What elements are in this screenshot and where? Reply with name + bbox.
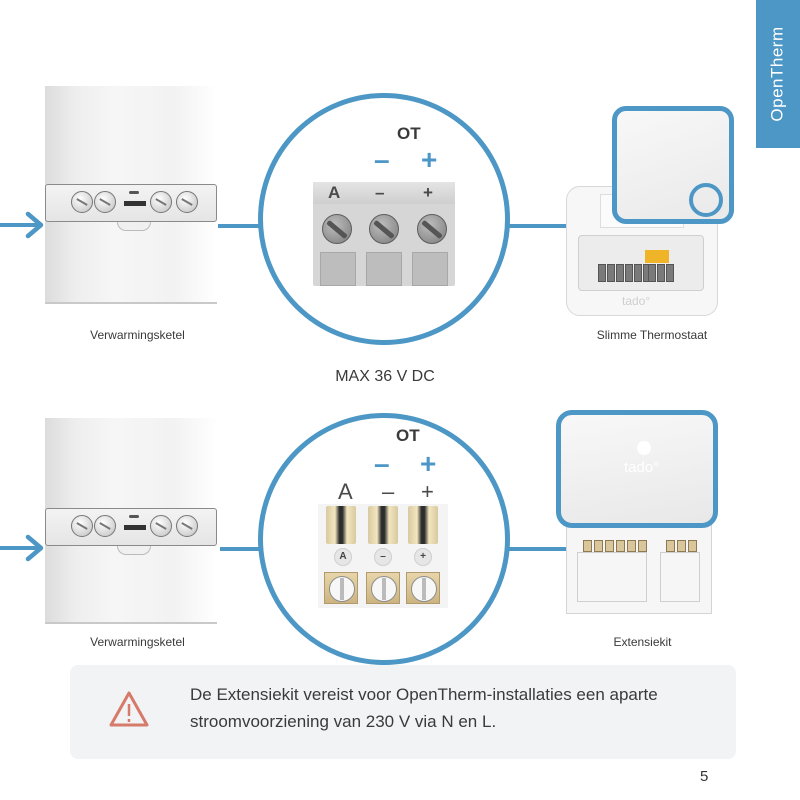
warning-triangle-icon [109,691,149,727]
terminal-label-a: A [328,183,341,202]
extension-kit-label: Extensiekit [613,635,672,649]
section-tab-label: OpenTherm [768,26,788,122]
ot-label: OT [397,124,421,143]
arrow-right-icon [25,534,44,562]
ot-minus: – [374,448,390,479]
terminal-label-a: A [338,479,353,504]
arrow-right-icon [25,211,44,239]
warning-label [645,250,669,263]
screw-icon [322,214,352,244]
screw-icon [417,214,447,244]
notice-text: De Extensiekit vereist voor OpenTherm-in… [190,685,658,731]
ot-label: OT [396,426,420,445]
thermostat-face [612,106,734,224]
screw-icon [369,214,399,244]
section-tab-opentherm: OpenTherm [756,0,800,148]
thermostat-label: Slimme Thermostaat [596,328,708,342]
voltage-note: MAX 36 V DC [335,368,435,385]
terminal-badge: + [414,548,432,566]
extension-kit-face [556,410,718,528]
spring-terminal-block: A – + [318,504,448,608]
page-number: 5 [700,768,709,785]
status-led [637,441,651,455]
wire-connector-extension [504,547,568,551]
wire-boiler-connector [218,224,266,228]
boiler-icon [45,86,217,304]
boiler-label: Verwarmingsketel [90,328,185,342]
terminal-label-plus: + [421,479,434,504]
terminal-badge: – [374,548,392,566]
terminal-label-minus: – [375,183,385,202]
notice-box [70,665,736,759]
terminal-label-plus: + [423,183,433,202]
boiler-icon [45,418,217,624]
terminal-badge: A [334,548,352,566]
screw-terminal-block: A – + [313,182,455,286]
wire-boiler-connector [220,547,266,551]
ot-minus: – [374,144,390,175]
wire-in [0,223,38,227]
wire-in [0,546,38,550]
ot-plus: + [421,144,438,175]
boiler-label: Verwarmingsketel [90,635,185,649]
boiler-control-panel [45,184,217,222]
thermostat-button [689,183,723,217]
ot-plus: + [420,448,437,479]
wire-connector-thermostat [504,224,566,228]
boiler-control-panel [45,508,217,546]
terminal-label-minus: – [382,479,395,504]
